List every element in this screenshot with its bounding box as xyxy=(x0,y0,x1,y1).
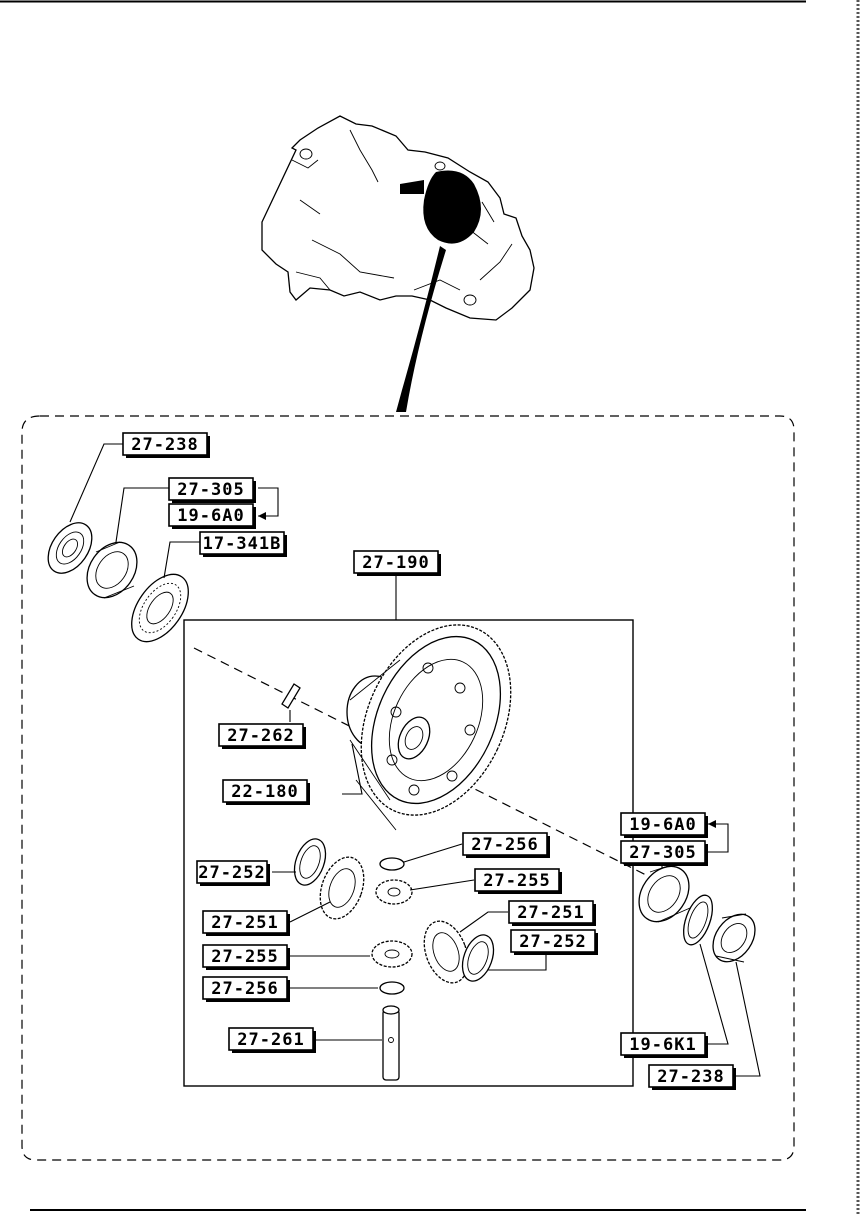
svg-text:19-6A0: 19-6A0 xyxy=(629,815,696,835)
svg-text:27-256: 27-256 xyxy=(211,979,278,999)
label-27-238-top: 27-238 xyxy=(122,432,210,458)
speedometer-drive-gear xyxy=(131,573,189,643)
svg-text:27-255: 27-255 xyxy=(483,871,550,891)
svg-text:27-251: 27-251 xyxy=(517,903,584,923)
bearing-right xyxy=(638,861,691,923)
svg-text:27-305: 27-305 xyxy=(177,480,244,500)
assembly-dashed-enclosure xyxy=(21,415,795,1161)
svg-text:22-180: 22-180 xyxy=(231,782,298,802)
label-27-252-left: 27-252 xyxy=(196,860,270,886)
svg-text:27-305: 27-305 xyxy=(629,843,696,863)
ring-gear-and-case xyxy=(346,624,512,831)
label-27-255-lower: 27-255 xyxy=(202,944,290,970)
svg-text:19-6K1: 19-6K1 xyxy=(629,1035,696,1055)
label-27-261: 27-261 xyxy=(228,1027,316,1053)
svg-text:27-255: 27-255 xyxy=(211,947,278,967)
label-27-262: 27-262 xyxy=(218,723,306,749)
svg-text:27-252: 27-252 xyxy=(198,863,265,883)
svg-text:27-262: 27-262 xyxy=(227,726,294,746)
side-gear-thrust-washer-right xyxy=(461,934,495,982)
transaxle-housing-illustration xyxy=(261,115,535,412)
label-27-255-upper: 27-255 xyxy=(474,868,562,894)
svg-text:27-261: 27-261 xyxy=(237,1030,304,1050)
label-19-6K1: 19-6K1 xyxy=(620,1032,708,1058)
svg-text:27-238: 27-238 xyxy=(131,435,198,455)
adjusting-shim xyxy=(682,894,714,946)
svg-text:27-252: 27-252 xyxy=(519,932,586,952)
pinion-shaft xyxy=(382,1005,400,1081)
pinion-gear-upper xyxy=(375,879,413,905)
label-27-256-lower: 27-256 xyxy=(202,976,290,1002)
svg-text:27-256: 27-256 xyxy=(471,835,538,855)
svg-text:17-341B: 17-341B xyxy=(203,534,282,554)
pinion-washer-upper xyxy=(379,857,405,871)
label-27-256-upper: 27-256 xyxy=(462,832,550,858)
label-27-190: 27-190 xyxy=(353,550,441,576)
side-gear-left xyxy=(319,856,365,920)
label-19-6A0-top: 19-6A0 xyxy=(168,503,256,529)
label-27-251-left: 27-251 xyxy=(202,910,290,936)
pinion-gear-lower xyxy=(371,940,413,968)
oil-seal-left xyxy=(47,522,93,574)
leader-lines xyxy=(69,443,761,1077)
svg-text:27-251: 27-251 xyxy=(211,913,278,933)
label-19-6A0-right: 19-6A0 xyxy=(620,812,708,838)
pinion-washer-lower xyxy=(379,981,405,995)
label-27-251-right: 27-251 xyxy=(508,900,596,926)
label-27-305-top: 27-305 xyxy=(168,477,256,503)
label-27-252-right: 27-252 xyxy=(510,929,598,955)
label-17-341B: 17-341B xyxy=(199,531,287,557)
label-22-180: 22-180 xyxy=(222,779,310,805)
svg-text:19-6A0: 19-6A0 xyxy=(177,506,244,526)
oil-seal-right xyxy=(712,913,756,963)
svg-text:27-238: 27-238 xyxy=(657,1067,724,1087)
svg-text:27-190: 27-190 xyxy=(362,553,429,573)
label-27-305-right: 27-305 xyxy=(620,840,708,866)
side-gear-thrust-washer-left xyxy=(293,838,327,886)
lock-pin xyxy=(281,683,301,709)
bearing-left xyxy=(86,541,138,599)
side-gear-right xyxy=(423,920,469,984)
label-27-238-bottom: 27-238 xyxy=(648,1064,736,1090)
